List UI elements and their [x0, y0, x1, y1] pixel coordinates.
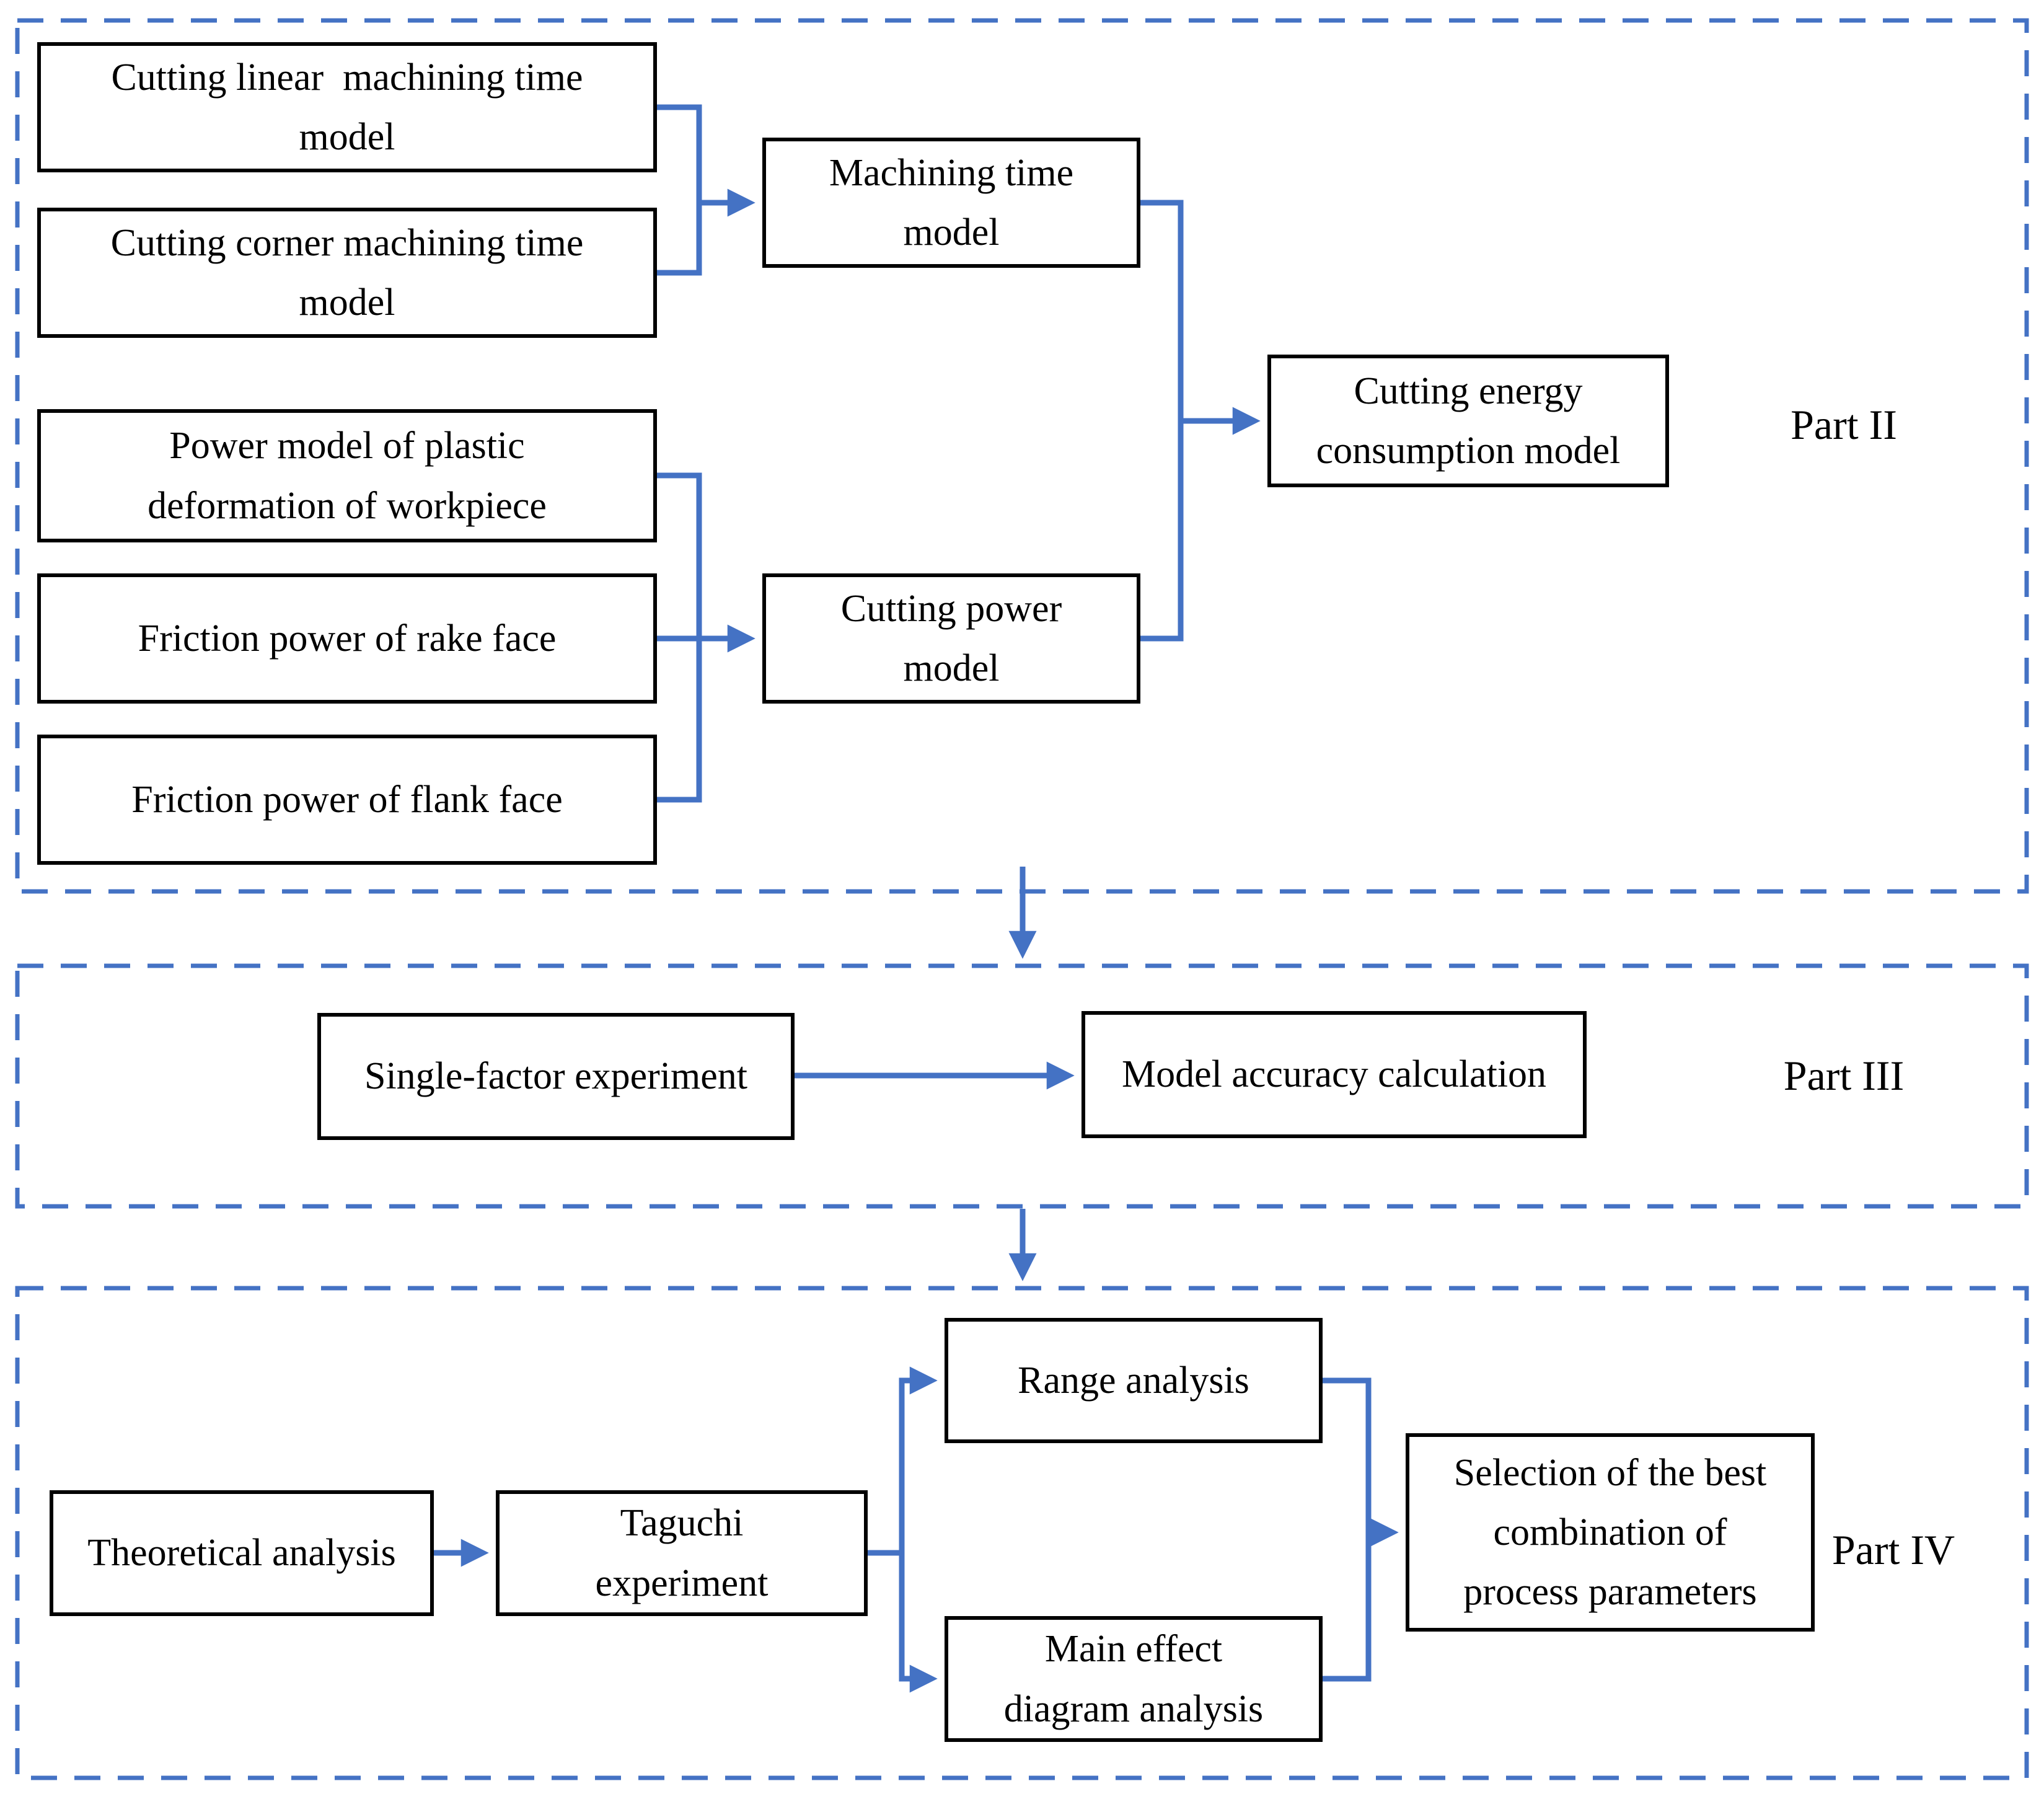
node-main-effect-label: Main effect diagram analysis [1003, 1628, 1264, 1730]
node-taguchi-label: Taguchi experiment [595, 1502, 769, 1604]
node-single-factor-label: Single-factor experiment [364, 1055, 748, 1098]
node-cutting-energy-label: Cutting energy consumption model [1316, 369, 1621, 472]
connector-cutting-linear-to-junction [657, 104, 702, 203]
node-taguchi-experiment: Taguchi experiment [496, 1490, 868, 1616]
node-friction-power-rake-face: Friction power of rake face [37, 573, 657, 704]
connector-machining-time-to-merge [1140, 200, 1184, 421]
node-cutting-power-model: Cutting power model [762, 573, 1140, 704]
connector-taguchi-to-main-effect [899, 1553, 938, 1693]
node-power-plastic-label: Power model of plastic deformation of wo… [148, 425, 547, 527]
node-friction-flank-label: Friction power of flank face [131, 778, 563, 821]
node-cutting-corner-label: Cutting corner machining time model [110, 221, 584, 324]
node-theoretical-label: Theoretical analysis [87, 1532, 396, 1575]
connector-taguchi-to-range-analysis [868, 1366, 938, 1556]
connector-cutting-power-to-merge [1140, 421, 1184, 642]
node-theoretical-analysis: Theoretical analysis [50, 1490, 434, 1616]
node-main-effect-diagram-analysis: Main effect diagram analysis [945, 1616, 1323, 1742]
part3-label: Part III [1783, 1051, 1905, 1099]
part2-label: Part II [1791, 400, 1897, 448]
node-model-accuracy-calculation: Model accuracy calculation [1081, 1011, 1587, 1138]
node-selection-best-label: Selection of the best combination of pro… [1453, 1451, 1767, 1614]
connector-range-analysis-to-merge [1323, 1377, 1372, 1532]
node-single-factor-experiment: Single-factor experiment [317, 1013, 795, 1140]
node-friction-power-flank-face: Friction power of flank face [37, 735, 657, 865]
node-friction-rake-label: Friction power of rake face [138, 617, 557, 660]
connector-main-effect-to-merge [1323, 1532, 1372, 1682]
node-cutting-energy-consumption-model: Cutting energy consumption model [1267, 355, 1669, 487]
node-machining-time-model: Machining time model [762, 138, 1140, 268]
node-cutting-linear-machining-time-model: Cutting linear machining time model [37, 42, 657, 172]
node-power-model-plastic-deformation: Power model of plastic deformation of wo… [37, 409, 657, 542]
node-selection-best-combination: Selection of the best combination of pro… [1406, 1433, 1815, 1632]
connector-cutting-corner-to-junction [657, 203, 702, 276]
node-cutting-linear-label: Cutting linear machining time model [111, 56, 583, 158]
node-machining-time-label: Machining time model [829, 151, 1074, 254]
part4-frame [15, 1286, 2029, 1780]
part4-label: Part IV [1831, 1526, 1955, 1573]
node-cutting-corner-machining-time-model: Cutting corner machining time model [37, 208, 657, 338]
node-range-analysis-label: Range analysis [1018, 1359, 1249, 1402]
node-model-accuracy-label: Model accuracy calculation [1121, 1053, 1547, 1096]
part3-frame [15, 963, 2029, 1209]
node-range-analysis: Range analysis [945, 1318, 1323, 1443]
node-cutting-power-label: Cutting power model [840, 587, 1062, 689]
